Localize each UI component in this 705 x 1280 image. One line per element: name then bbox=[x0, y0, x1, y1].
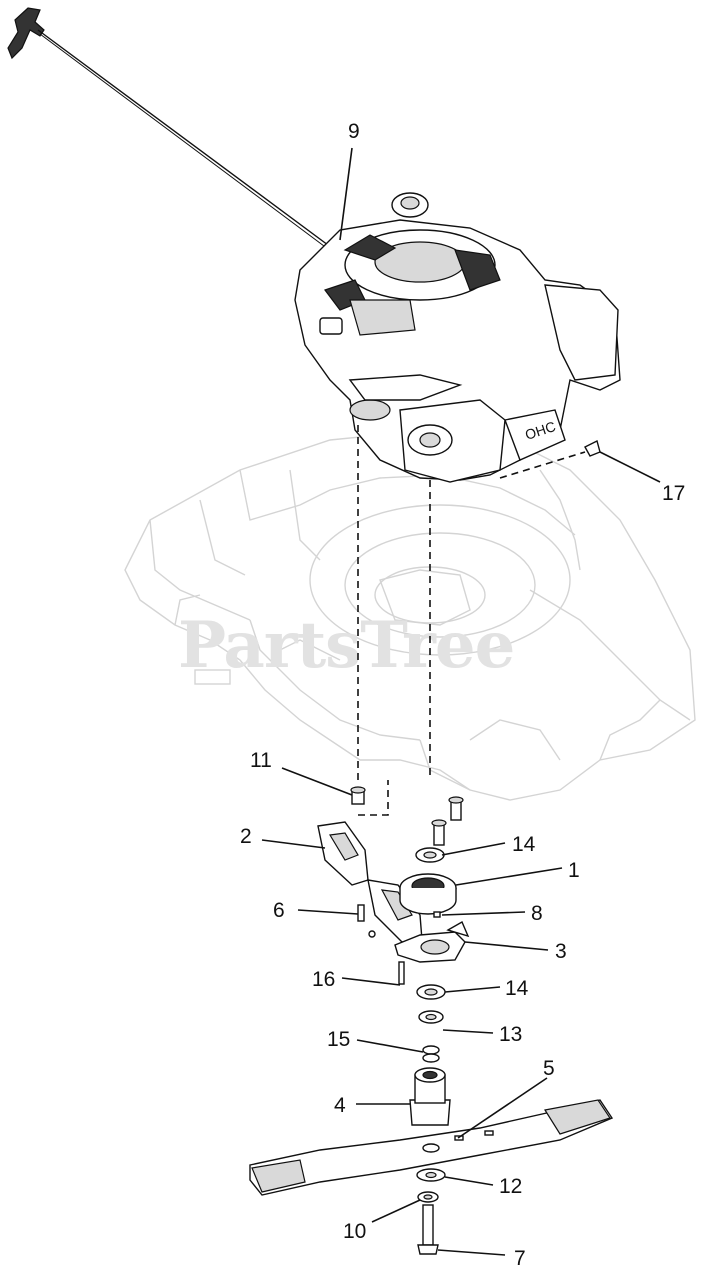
blade-bolt-7 bbox=[417, 1204, 439, 1255]
callout-13: 13 bbox=[499, 1023, 522, 1046]
watermark: PartsTree bbox=[178, 608, 514, 683]
key-8 bbox=[433, 911, 441, 918]
washer-14-bottom bbox=[416, 984, 446, 1000]
screw-6 bbox=[357, 904, 376, 938]
callout-16: 16 bbox=[312, 968, 335, 991]
bolt-11 bbox=[350, 786, 366, 805]
callout-2: 2 bbox=[240, 825, 252, 848]
assembly-lines bbox=[357, 425, 586, 816]
washer-15 bbox=[422, 1045, 440, 1063]
callout-14-bottom: 14 bbox=[505, 977, 529, 1000]
starter-rope bbox=[7, 7, 333, 253]
pin-16 bbox=[398, 961, 405, 985]
callout-5: 5 bbox=[543, 1057, 555, 1080]
bracket-3 bbox=[394, 921, 470, 963]
callout-8: 8 bbox=[531, 902, 543, 925]
mower-deck bbox=[124, 429, 696, 801]
callout-7: 7 bbox=[514, 1247, 526, 1270]
callout-6: 6 bbox=[273, 899, 285, 922]
deck-bolts bbox=[431, 796, 464, 846]
hub-4 bbox=[409, 1067, 451, 1126]
callout-11: 11 bbox=[250, 749, 272, 772]
callout-10: 10 bbox=[343, 1220, 366, 1243]
callout-leaders bbox=[261, 147, 661, 1256]
baffle-2 bbox=[317, 821, 423, 943]
bolt-17 bbox=[584, 439, 601, 457]
callout-12: 12 bbox=[499, 1175, 522, 1198]
callout-1: 1 bbox=[568, 859, 580, 882]
callout-labels: 9 17 11 2 14 1 6 8 3 16 14 13 15 5 4 12 … bbox=[240, 120, 685, 1270]
callout-15: 15 bbox=[327, 1028, 350, 1051]
callout-14-top: 14 bbox=[512, 833, 536, 856]
washer-10 bbox=[417, 1191, 439, 1203]
engine: OHC bbox=[294, 192, 621, 483]
callout-17: 17 bbox=[662, 482, 685, 505]
washer-12 bbox=[416, 1168, 446, 1182]
adapter-1 bbox=[399, 873, 457, 915]
blade-5 bbox=[249, 1099, 614, 1196]
callout-4: 4 bbox=[334, 1094, 346, 1117]
callout-9: 9 bbox=[348, 120, 360, 143]
washer-13 bbox=[418, 1010, 444, 1024]
washer-14-top bbox=[415, 847, 445, 863]
callout-3: 3 bbox=[555, 940, 567, 963]
